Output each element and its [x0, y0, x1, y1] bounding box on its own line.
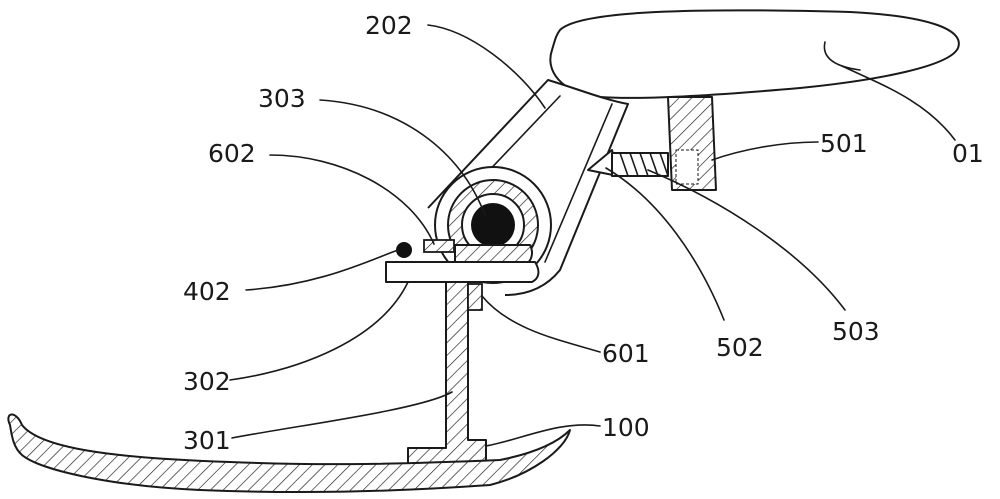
- label-602: 602: [208, 139, 256, 168]
- label-303: 303: [258, 84, 306, 113]
- leader-602: [269, 154, 435, 245]
- cushion-crease: [823, 41, 861, 71]
- leader-301: [231, 391, 453, 439]
- label-501: 501: [820, 129, 868, 158]
- leader-303: [319, 99, 486, 216]
- arm-inner-edge: [544, 103, 613, 263]
- bracket-slot: [675, 149, 699, 185]
- label-402: 402: [183, 277, 231, 306]
- leader-01: [841, 65, 956, 141]
- leader-100: [485, 424, 601, 447]
- base-100: [7, 413, 571, 494]
- leader-601: [481, 295, 601, 353]
- leader-202: [427, 24, 546, 109]
- upper-cushion: [549, 9, 960, 99]
- label-302: 302: [183, 367, 231, 396]
- label-301: 301: [183, 426, 231, 455]
- leader-503: [647, 169, 846, 311]
- ball-402: [396, 242, 412, 258]
- leader-502: [605, 167, 725, 321]
- leader-402: [245, 249, 399, 291]
- shaft-303: [471, 203, 515, 247]
- label-502: 502: [716, 333, 764, 362]
- label-01: 01: [952, 139, 984, 168]
- label-202: 202: [365, 11, 413, 40]
- leader-501: [711, 141, 819, 161]
- screw-503: [611, 152, 669, 177]
- spacer-601: [467, 283, 483, 311]
- label-601: 601: [602, 339, 650, 368]
- leader-302: [229, 281, 409, 381]
- label-503: 503: [832, 317, 880, 346]
- plate-302: [385, 261, 540, 283]
- pad-602: [423, 239, 455, 253]
- label-100: 100: [602, 413, 650, 442]
